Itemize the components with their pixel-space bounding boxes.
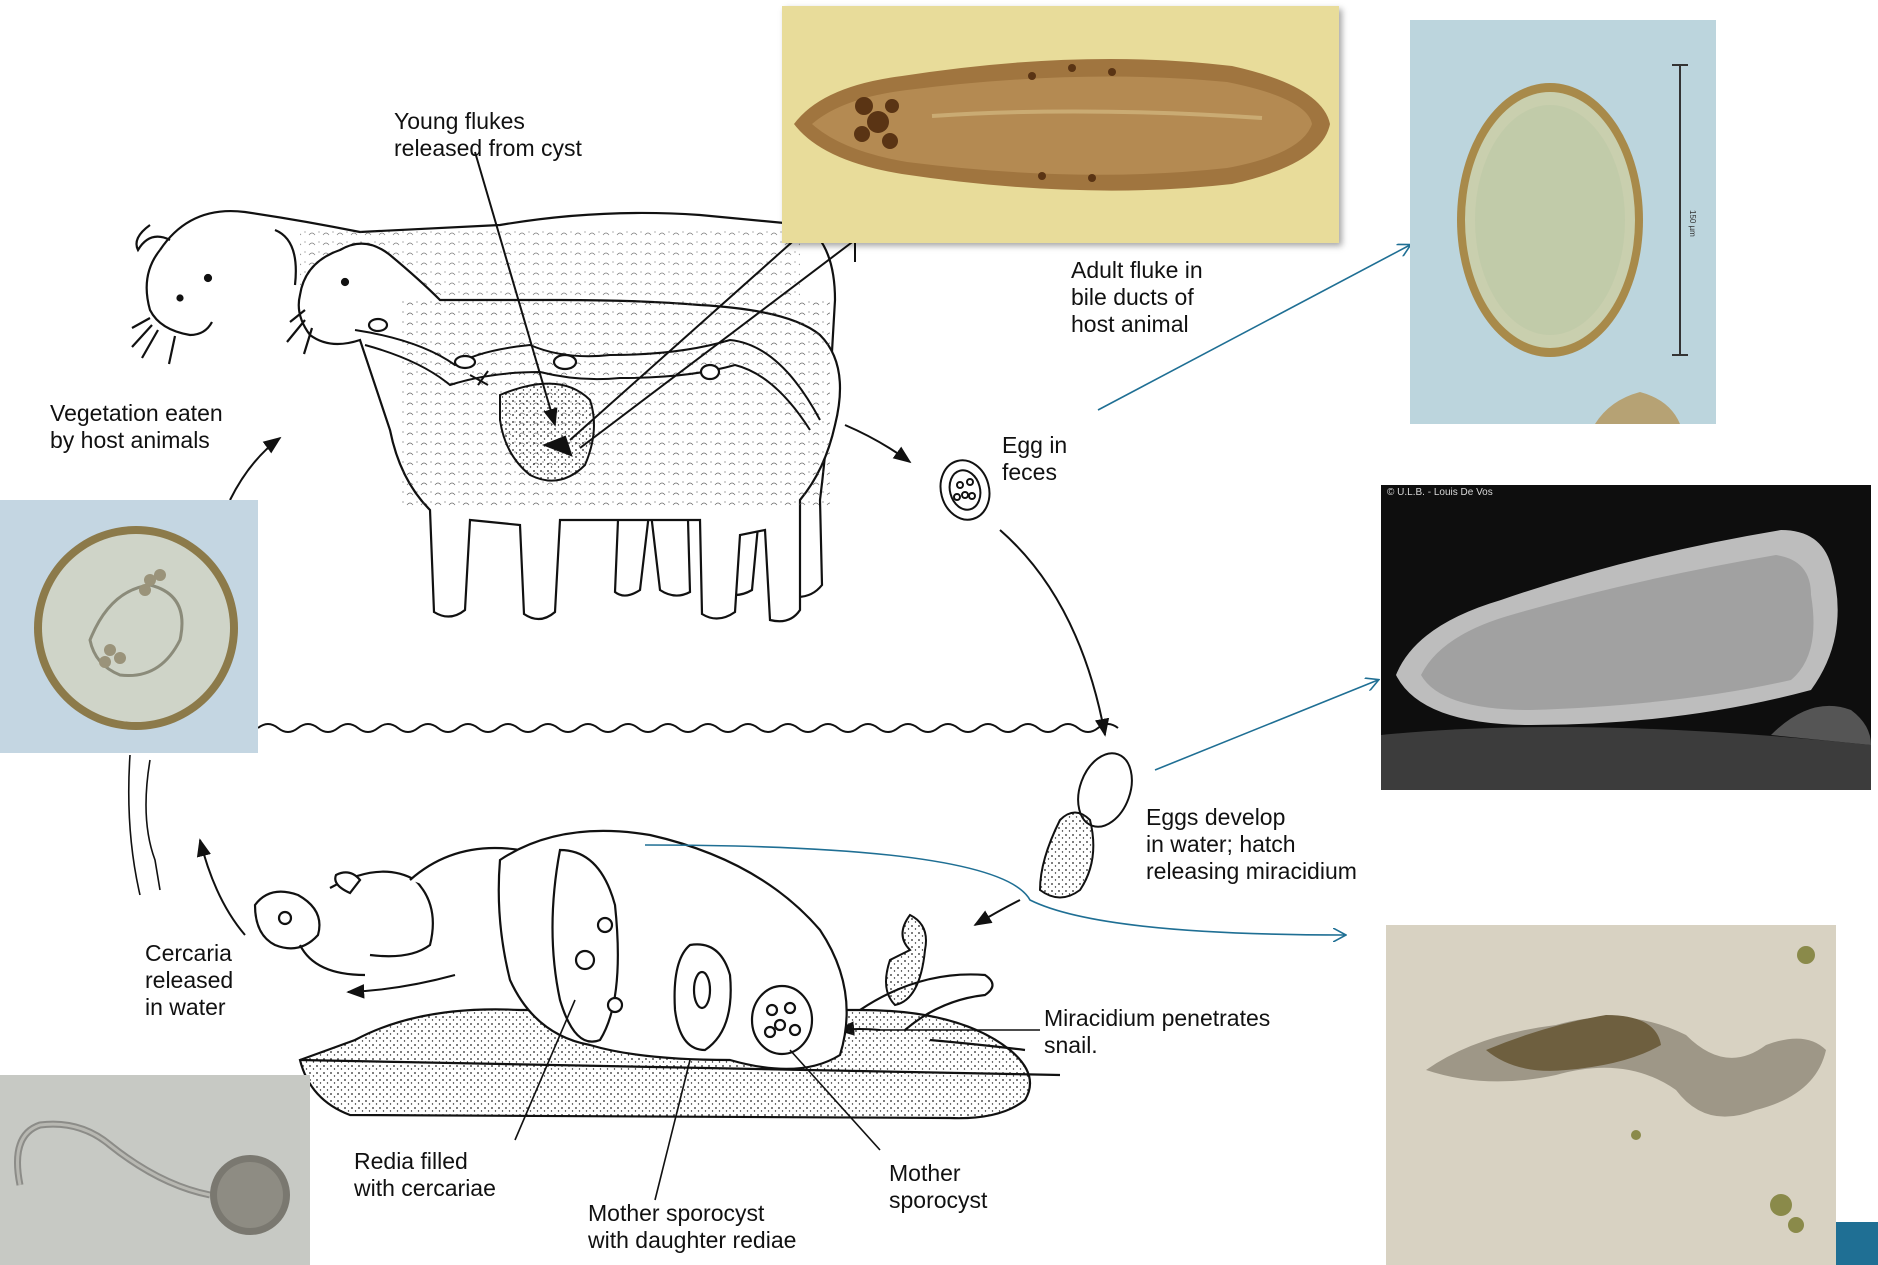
scale-bar-label: 150 µm: [1688, 210, 1697, 237]
adult-fluke-photo: [782, 6, 1339, 243]
cercaria-photo: [0, 1075, 310, 1265]
label-adult-fluke: Adult fluke in bile ducts of host animal: [1071, 257, 1203, 338]
label-mother-sporocyst: Mother sporocyst: [889, 1160, 987, 1214]
corner-accent-block: [1835, 1222, 1878, 1265]
egg-photo: 150 µm: [1410, 20, 1716, 424]
hatching-miracidium-drawing: [886, 746, 1141, 1005]
label-redia: Redia filled with cercariae: [354, 1148, 496, 1202]
cyst-photo: [0, 500, 258, 753]
snail-drawing: [255, 831, 1060, 1118]
label-vegetation: Vegetation eaten by host animals: [50, 400, 223, 454]
pointer-to-miracidium-photo: [1155, 680, 1378, 770]
label-egg-in-feces: Egg in feces: [1002, 432, 1067, 486]
label-young-flukes: Young flukes released from cyst: [394, 108, 582, 162]
photo-credit: © U.L.B. - Louis De Vos: [1387, 487, 1493, 498]
label-eggs-develop: Eggs develop in water; hatch releasing m…: [1146, 804, 1357, 885]
sheep-drawing: [287, 244, 840, 622]
label-cercaria: Cercaria released in water: [145, 940, 233, 1021]
label-miracidium-penetrates: Miracidium penetrates snail.: [1044, 1005, 1270, 1059]
water-surface: [258, 724, 1118, 732]
sporocyst-photo: [1386, 925, 1836, 1265]
label-mother-sporocyst-rediae: Mother sporocyst with daughter rediae: [588, 1200, 796, 1254]
egg-drawing: [934, 455, 996, 525]
miracidium-sem-photo: © U.L.B. - Louis De Vos: [1381, 485, 1871, 790]
